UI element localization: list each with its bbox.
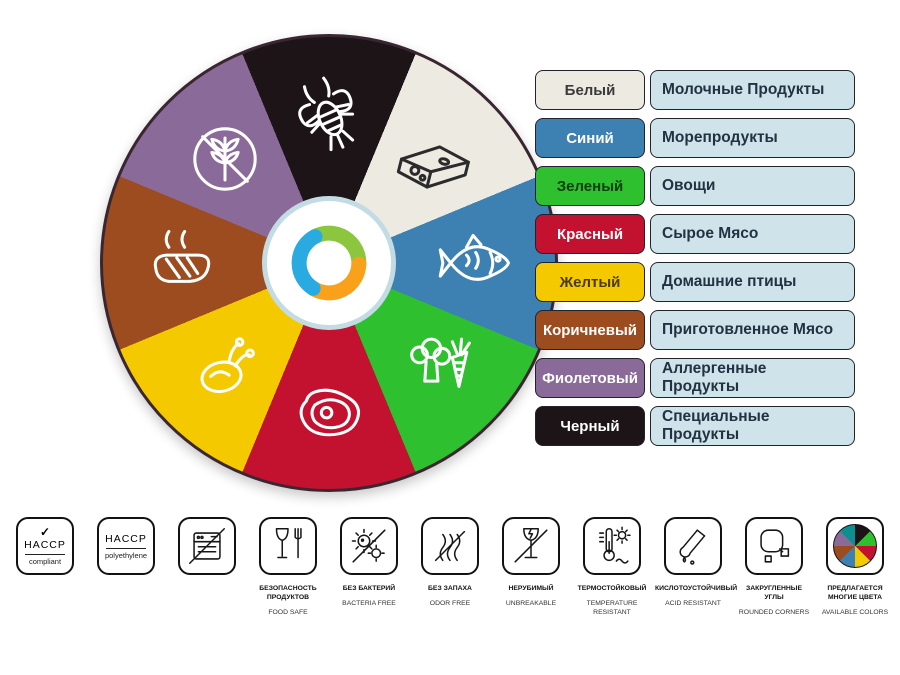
legend-row-red: Красный Сырое Мясо (535, 214, 855, 254)
cheese-icon (383, 108, 485, 210)
acid-resistant-icon (664, 517, 722, 575)
badge-caption-ru: НЕРУБИМЫЙ (508, 585, 554, 592)
raw-meat-icon (282, 364, 377, 459)
haccp-polyethylene-icon: HACCP polyethylene (97, 517, 155, 575)
poultry-icon (175, 318, 275, 418)
badge-food-safe: БЕЗОПАСНОСТЬ ПРОДУКТОВ FOOD SAFE (249, 517, 327, 618)
badge-odor-free: БЕЗ ЗАПАХА ODOR FREE (411, 517, 489, 608)
food-safe-icon (259, 517, 317, 575)
gluten-free-icon (183, 117, 267, 201)
color-palette-wheel (833, 524, 877, 568)
badge-caption-ru: ПРЕДЛАГАЕТСЯ МНОГИЕ ЦВЕТА (827, 585, 883, 602)
badge-caption-ru: ТЕРМОСТОЙКОВЫЙ (577, 585, 647, 592)
badge-caption-ru: БЕЗ БАКТЕРИЙ (342, 585, 396, 592)
category-value: Морепродукты (650, 118, 855, 158)
color-label: Синий (535, 118, 645, 158)
badge-available-colors: ПРЕДЛАГАЕТСЯ МНОГИЕ ЦВЕТА AVAILABLE COLO… (816, 517, 894, 618)
badge-caption-ru: БЕЗ ЗАПАХА (428, 585, 472, 592)
color-label: Зеленый (535, 166, 645, 206)
badge-caption-ru: БЕЗОПАСНОСТЬ ПРОДУКТОВ (259, 585, 317, 602)
category-value: Специальные Продукты (650, 406, 855, 446)
color-label: Желтый (535, 262, 645, 302)
badge-caption-en: ODOR FREE (429, 600, 471, 608)
color-label: Красный (535, 214, 645, 254)
color-legend: Белый Молочные Продукты Синий Морепродук… (535, 70, 855, 454)
category-value: Молочные Продукты (650, 70, 855, 110)
color-label: Фиолетовый (535, 358, 645, 398)
legend-row-brown: Коричневый Приготовленное Мясо (535, 310, 855, 350)
badge-caption-en: ROUNDED CORNERS (738, 609, 810, 617)
category-value: Домашние птицы (650, 262, 855, 302)
rounded-corners-icon (745, 517, 803, 575)
badge-caption-en: ACID RESISTANT (665, 600, 721, 608)
badge-caption-en: UNBREAKABLE (505, 600, 557, 608)
lobster-icon (274, 61, 385, 172)
color-label: Черный (535, 406, 645, 446)
color-label: Коричневый (535, 310, 645, 350)
badge-caption-en: FOOD SAFE (268, 609, 308, 617)
category-value: Аллергенные Продукты (650, 358, 855, 398)
badge-haccp-compliant: ✓ HACCP compliant (6, 517, 84, 575)
badge-rounded-corners: ЗАКРУГЛЕННЫЕ УГЛЫ ROUNDED CORNERS (735, 517, 813, 618)
legend-row-green: Зеленый Овощи (535, 166, 855, 206)
unbreakable-icon (502, 517, 560, 575)
check-icon: ✓ (39, 525, 51, 539)
badge-caption-en: BACTERIA FREE (342, 600, 396, 608)
feature-badges-row: ✓ HACCP compliant HACCP polyethylene (6, 517, 894, 618)
badge-caption-en: AVAILABLE COLORS (821, 609, 889, 617)
category-value: Приготовленное Мясо (650, 310, 855, 350)
badge-acid-resistant: КИСЛОТОУСТОЙЧИВЫЙ ACID RESISTANT (654, 517, 738, 608)
category-value: Сырое Мясо (650, 214, 855, 254)
badge-caption-ru: ЗАКРУГЛЕННЫЕ УГЛЫ (746, 585, 802, 602)
fish-icon (435, 221, 519, 305)
legend-row-black: Черный Специальные Продукты (535, 406, 855, 446)
badge-bacteria-free: БЕЗ БАКТЕРИЙ BACTERIA FREE (330, 517, 408, 608)
badge-caption-en: TEMPERATURE RESISTANT (586, 600, 638, 617)
legend-row-blue: Синий Морепродукты (535, 118, 855, 158)
badge-temperature-resistant: ТЕРМОСТОЙКОВЫЙ TEMPERATURE RESISTANT (573, 517, 651, 618)
odor-free-icon (421, 517, 479, 575)
legend-row-purple: Фиолетовый Аллергенные Продукты (535, 358, 855, 398)
temperature-resistant-icon (583, 517, 641, 575)
no-dishwasher-icon (178, 517, 236, 575)
badge-caption-ru: КИСЛОТОУСТОЙЧИВЫЙ (655, 585, 738, 592)
haccp-compliant-icon: ✓ HACCP compliant (16, 517, 74, 575)
legend-row-yellow: Желтый Домашние птицы (535, 262, 855, 302)
brand-logo (262, 196, 396, 330)
category-value: Овощи (650, 166, 855, 206)
vegetables-icon (392, 326, 476, 410)
available-colors-icon (826, 517, 884, 575)
badge-unbreakable: НЕРУБИМЫЙ UNBREAKABLE (492, 517, 570, 608)
badge-no-dishwasher (168, 517, 246, 575)
cooked-meat-icon (140, 221, 224, 305)
legend-row-white: Белый Молочные Продукты (535, 70, 855, 110)
bacteria-free-icon (340, 517, 398, 575)
color-label: Белый (535, 70, 645, 110)
food-category-wheel (100, 34, 558, 492)
badge-haccp-polyethylene: HACCP polyethylene (87, 517, 165, 575)
